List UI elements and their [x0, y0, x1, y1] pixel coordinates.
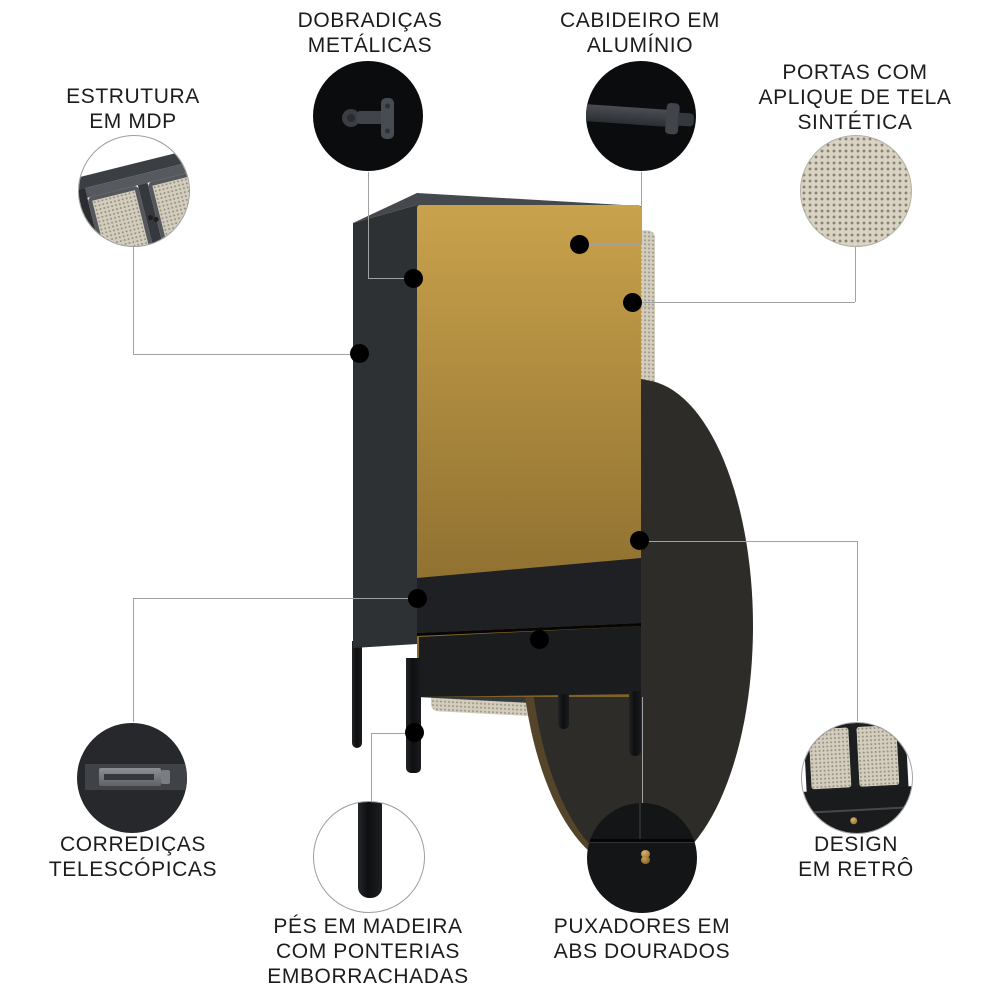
- label-line: EM MDP: [89, 110, 177, 133]
- wardrobe-front-face: [417, 205, 753, 872]
- callout-label-portas: PORTAS COM APLIQUE DE TELA SINTÉTICA: [705, 60, 1000, 135]
- dot-puxadores: [530, 630, 549, 649]
- rail-slot: [104, 774, 154, 780]
- label-line: TELESCÓPICAS: [48, 858, 218, 881]
- leg-front-left: [406, 658, 421, 773]
- mini-design-right-door: [856, 724, 900, 787]
- rail-cap: [161, 770, 170, 784]
- label-line: EM RETRÔ: [798, 858, 914, 881]
- label-line: CABIDEIRO EM: [559, 9, 721, 32]
- label-line: DOBRADIÇAS: [297, 9, 443, 32]
- label-line: DESIGN: [813, 833, 899, 856]
- drawer-vertical-seam: [639, 803, 641, 840]
- connector-corredicas-horizontal: [133, 598, 410, 599]
- detail-circle-estrutura: [78, 135, 190, 247]
- dot-design: [630, 531, 649, 550]
- estrutura-detail-scene: [79, 136, 189, 246]
- dot-corredicas: [408, 589, 427, 608]
- connector-puxadores-vertical: [642, 697, 643, 803]
- gold-knob-bottom: [641, 856, 650, 864]
- wooden-leg-icon: [358, 802, 382, 898]
- detail-circle-dobradicas: [313, 61, 423, 171]
- drawer-horizontal-seam: [587, 839, 697, 842]
- aluminum-rod-icon: [586, 61, 696, 171]
- label-line: ESTRUTURA: [66, 85, 200, 108]
- label-line: PUXADORES EM: [553, 915, 731, 938]
- dot-portas: [623, 293, 642, 312]
- rod-stub: [677, 112, 695, 127]
- dot-estrutura: [350, 344, 369, 363]
- detail-circle-puxadores: [587, 803, 697, 913]
- dot-pes: [405, 723, 424, 742]
- label-line: EMBORRACHADAS: [267, 965, 469, 988]
- label-line: SINTÉTICA: [797, 111, 913, 134]
- mini-design-left-door: [808, 727, 852, 790]
- label-line: METÁLICAS: [307, 34, 433, 57]
- connector-portas-horizontal: [642, 302, 855, 303]
- connector-design-horizontal: [648, 541, 857, 542]
- label-line: PORTAS COM: [782, 61, 928, 84]
- dot-dobradicas: [404, 269, 423, 288]
- slide-rail-icon: [77, 723, 187, 833]
- label-line: ABS DOURADOS: [553, 940, 731, 963]
- label-line: PÉS EM MADEIRA: [273, 915, 463, 938]
- detail-circle-corredicas: [77, 723, 187, 833]
- dot-cabideiro: [570, 235, 589, 254]
- detail-circle-design: [801, 722, 913, 834]
- callout-label-cabideiro: CABIDEIRO EM ALUMÍNIO: [490, 8, 790, 58]
- callout-label-estrutura: ESTRUTURA EM MDP: [0, 84, 283, 134]
- drawer-horizontal-seam-highlight: [587, 842, 697, 843]
- wardrobe-side-panel: [353, 205, 417, 648]
- retro-design-scene: [802, 723, 912, 833]
- callout-label-pes: PÉS EM MADEIRA COM PONTERIAS EMBORRACHAD…: [218, 914, 518, 989]
- connector-design-vertical: [857, 541, 858, 721]
- rod-bar: [586, 103, 669, 127]
- detail-circle-pes: [313, 801, 425, 913]
- gold-knob-top: [641, 850, 650, 858]
- detail-circle-cabideiro: [586, 61, 696, 171]
- leg-rear-right: [558, 694, 569, 729]
- connector-dobradicas-vertical: [368, 172, 369, 278]
- leg-front-right: [629, 691, 641, 756]
- detail-circle-portas: [800, 135, 912, 247]
- callout-label-design: DESIGN EM RETRÔ: [706, 832, 1000, 882]
- label-line: CORREDIÇAS: [59, 833, 207, 856]
- hinge-icon: [342, 98, 394, 139]
- leg-rear-left: [352, 641, 362, 748]
- callout-label-puxadores: PUXADORES EM ABS DOURADOS: [492, 914, 792, 964]
- callout-label-corredicas: CORREDIÇAS TELESCÓPICAS: [0, 832, 283, 882]
- label-line: APLIQUE DE TELA: [758, 86, 952, 109]
- callout-label-dobradicas: DOBRADIÇAS METÁLICAS: [220, 8, 520, 58]
- connector-estrutura-vertical: [133, 246, 134, 354]
- connector-pes-horizontal: [371, 733, 406, 734]
- gold-handle-icon: [587, 803, 697, 913]
- connector-dobradicas-horizontal: [368, 278, 404, 279]
- label-line: ALUMÍNIO: [586, 34, 694, 57]
- label-line: COM PONTERIAS: [276, 940, 460, 963]
- connector-portas-vertical: [855, 246, 856, 302]
- connector-estrutura-horizontal: [133, 354, 352, 355]
- connector-cabideiro-horizontal: [588, 244, 641, 245]
- connector-corredicas-vertical: [133, 598, 134, 722]
- connector-cabideiro-vertical: [641, 172, 642, 244]
- connector-pes-vertical: [371, 733, 372, 801]
